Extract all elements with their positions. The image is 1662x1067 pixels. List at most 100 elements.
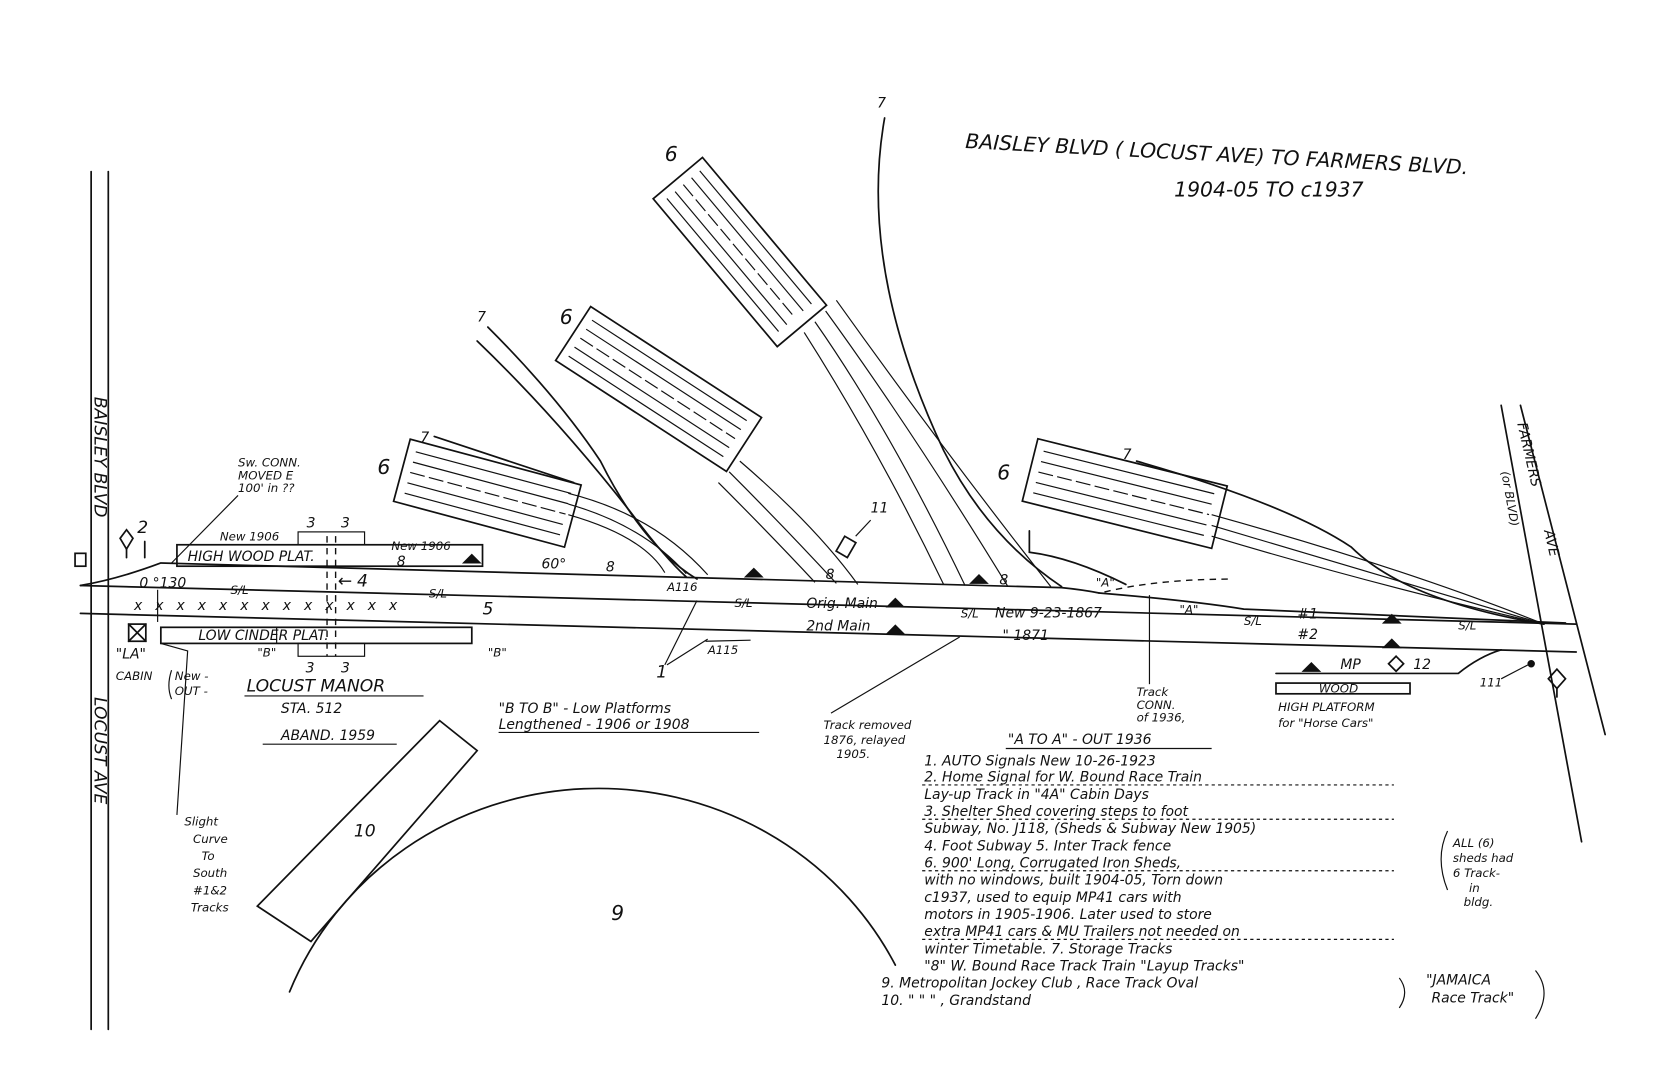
baisley-label: BAISLEY BLVD [89,397,109,518]
label-tracks-removed-1: 1876, relayed [823,733,905,747]
sheds-note: ALL (6) sheds had 6 Track- in bldg. [1440,830,1514,909]
label-notes-5: 4. Foot Subway 5. Inter Track fence [924,838,1171,854]
shed-2 [554,305,763,473]
sw-conn-note: Sw. CONN. [238,455,301,469]
second-main-label: 2nd Main [806,619,870,635]
label-tracks-removed-2: 1905. [836,747,870,761]
label-marks-three: 3 [341,516,350,532]
label-notes-9: motors in 1905-1906. Later used to store [924,907,1212,923]
label-notes-0: 1. AUTO Signals New 10-26-1923 [924,754,1155,770]
label-station-sw_conn-2: 100' in ?? [238,481,295,495]
farmers-ave-label: AVE [1540,527,1562,558]
horse-car-track [1275,648,1503,675]
oval-label: 9 [611,901,624,925]
label-curve_note-1: Curve [193,832,228,846]
label-tracks-date_1871: " 1871 [1003,628,1049,644]
label-marks-eleven: 11 [871,501,889,517]
label-marks-ten: 10 [354,821,376,841]
a-to-a-note: "A TO A" - OUT 1936 [1008,732,1152,748]
label-marks-eight: 8 [999,572,1008,588]
label-tracks-sl: S/L [231,583,249,597]
label-marks-six: 6 [377,455,390,479]
label-curve_note-2: To [202,849,215,863]
label-sheds_note-0: ALL (6) [1452,836,1495,850]
b-to-b-note: "B TO B" - Low Platforms [499,701,671,717]
locust-label: LOCUST AVE [89,697,109,804]
label-marks-three: 3 [306,660,315,676]
signal-triangles [461,553,1402,672]
label-notes-2: Lay-up Track in "4A" Cabin Days [924,787,1149,803]
label-platforms-b_left: "B" [257,645,276,659]
race-track-oval [288,787,897,993]
label-notes-6: 6. 900' Long, Corrugated Iron Sheds, [924,856,1181,872]
label-marks-eight: 8 [397,554,406,570]
label-marks-two: 2 [137,518,148,538]
label-tracks-removed-0: Track removed [823,718,911,732]
fence-marks: x x x x x x x x x x x x x [133,598,401,614]
label-tracks-sl: S/L [734,596,752,610]
label-station-cabin_label: CABIN [116,669,153,683]
label-curve_note-0: Slight [184,815,218,829]
label-marks-seven: 7 [1123,447,1132,463]
milepost-label: MP [1340,657,1361,673]
label-notes-1: 2. Home Signal for W. Bound Race Train [924,770,1202,786]
label-platforms-horse-0: HIGH PLATFORM [1278,700,1375,714]
station-name: LOCUST MANOR [247,677,386,697]
label-platforms-new1906a: New 1906 [220,529,279,543]
curve-note: Slight Curve To South #1&2 Tracks [184,815,228,915]
inter-track-fence: x x x x x x x x x x x x x 5 [133,598,493,619]
label-marks-six: 6 [665,142,678,166]
orig-main-label: Orig. Main [806,596,877,612]
home-signal-11 [834,535,858,559]
label-sheds_note-1: sheds had [1453,851,1514,865]
label-tracks-n2: #2 [1297,627,1318,643]
baisley-blvd-road: BAISLEY BLVD LOCUST AVE [89,170,109,1031]
label-notes-11: winter Timetable. 7. Storage Tracks [924,941,1172,957]
label-tracks-a_right: "A" [1179,602,1198,616]
label-sheds_note-2: 6 Track- [1453,866,1500,880]
layup-track-8 [79,562,1100,594]
label-tracks-mp_num: 12 [1413,657,1431,673]
label-sheds_note-3: in [1469,881,1480,895]
high-wood-platform: HIGH WOOD PLAT. New 1906 New 1906 3 3 8 [176,516,484,570]
label-station-aband: ABAND. 1959 [280,728,375,744]
main-tracks [79,562,1578,675]
label-tracks-conn-0: Track [1137,685,1170,699]
label-marks-eight: 8 [606,560,615,576]
label-notes-14: 10. " " " , Grandstand [881,993,1031,1009]
shed-3 [651,156,828,348]
label-tracks-new_date: New 9-23-1867 [995,606,1102,622]
label-sheds_note-4: bldg. [1464,895,1493,909]
label-platforms-new1906b: New 1906 [391,539,450,553]
label-tracks-deg: 60° [541,556,566,572]
label-tracks-sl: S/L [429,586,447,600]
label-marks-seven: 7 [877,95,886,111]
label-marks-six: 6 [997,460,1010,484]
label-tracks-conn-2: of 1936, [1137,711,1186,725]
label-platforms-horse_wood: WOOD [1319,682,1358,696]
label-station-cabin: "LA" [116,646,146,662]
label-jamaica-1: Race Track" [1431,991,1514,1007]
label-marks-one: 1 [656,663,667,683]
label-platforms-horse-1: for "Horse Cars" [1278,716,1373,730]
label-notes-3: 3. Shelter Shed covering steps to foot [924,804,1188,820]
label-curve_note-4: #1&2 [193,883,227,897]
shed-2-tracks [717,460,859,585]
signal-a115: A115 [707,643,739,657]
label-notes-10: extra MP41 cars & MU Trailers not needed… [924,924,1240,940]
shed-4-tracks [1211,514,1545,625]
horse-car-platform [1275,682,1411,695]
grandstand [255,719,479,943]
label-marks-three: 3 [341,660,350,676]
label-tracks-n1: #1 [1297,607,1318,623]
label-platforms-low: LOW CINDER PLAT. [198,628,328,644]
label-tracks-conn-1: CONN. [1137,698,1176,712]
label-notes-4: Subway, No. J118, (Sheds & Subway New 19… [924,821,1256,837]
title-line1: BAISLEY BLVD ( LOCUST AVE) TO FARMERS BL… [965,129,1469,179]
label-marks-eight: 8 [826,567,835,583]
label-station-cabin_new: New - [175,669,209,683]
label-tracks-sl: S/L [961,607,979,621]
jamaica-label: "JAMAICA [1426,972,1491,988]
label-notes-7: with no windows, built 1904-05, Torn dow… [924,873,1223,889]
